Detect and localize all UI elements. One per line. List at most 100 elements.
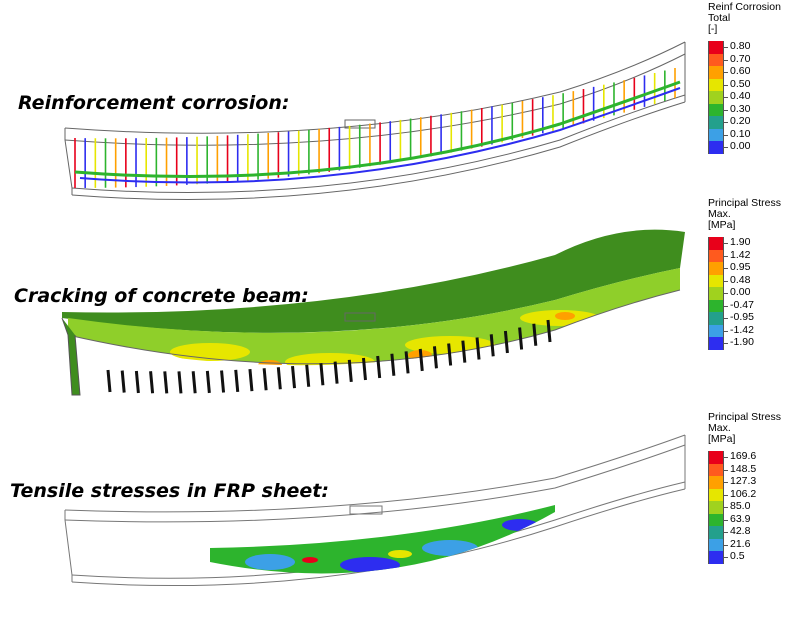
legend-swatch — [708, 116, 724, 129]
legend-swatch — [708, 513, 724, 526]
crack-line — [347, 359, 353, 383]
legend-header-line: [MPa] — [708, 219, 736, 231]
legend-label: 1.42 — [730, 248, 751, 261]
legend-label: 0.10 — [730, 127, 751, 140]
legend-tick — [724, 318, 728, 320]
crack-line — [120, 370, 126, 393]
crack-line — [461, 340, 467, 363]
legend-tick — [724, 268, 728, 270]
crack-line — [134, 370, 140, 394]
legend-label: 0.40 — [730, 90, 751, 102]
crack-line — [149, 371, 155, 394]
legend-tick — [724, 147, 728, 149]
crack-line — [220, 370, 226, 393]
legend-tick — [724, 59, 728, 61]
concrete-beam-model — [61, 229, 685, 396]
crack-line — [305, 364, 311, 387]
legend-tick — [724, 532, 728, 534]
legend-tick — [724, 469, 728, 471]
legend-tick — [724, 544, 728, 546]
crack-line — [291, 365, 297, 389]
legend-tick — [724, 293, 728, 295]
legend-tick — [724, 109, 728, 111]
legend-tick — [724, 330, 728, 332]
legend-swatch — [708, 141, 724, 154]
legend-label: -1.90 — [730, 336, 754, 348]
legend-header-line: Max. — [708, 422, 731, 434]
crack-line — [503, 330, 509, 354]
legend-label: 148.5 — [730, 462, 757, 475]
legend-swatch — [708, 526, 724, 539]
crack-line — [234, 369, 240, 393]
crack-line — [532, 323, 538, 346]
legend-header-line: Max. — [708, 208, 731, 220]
crack-lines — [106, 319, 552, 394]
crack-line — [404, 351, 410, 374]
legend-swatch — [708, 538, 724, 551]
legend-tick — [724, 557, 728, 559]
legend-label: 0.70 — [730, 52, 751, 65]
legend-swatch — [708, 476, 724, 489]
crack-line — [333, 361, 339, 384]
legend-label: 0.60 — [730, 65, 751, 77]
legend-label: 0.00 — [730, 286, 751, 298]
legend-swatch — [708, 262, 724, 275]
panel-title-frp: Tensile stresses in FRP sheet: — [10, 480, 329, 502]
legend-swatch — [708, 463, 724, 476]
legend-swatch — [708, 451, 724, 464]
legend-tick — [724, 343, 728, 345]
legend-tick — [724, 134, 728, 136]
crack-line — [518, 327, 524, 350]
legend-swatch — [708, 274, 724, 287]
legend-tick — [724, 47, 728, 49]
legend-label: 0.5 — [730, 550, 745, 562]
legend-label: -0.95 — [730, 311, 754, 323]
legend-tick — [724, 280, 728, 282]
legend-label: 0.48 — [730, 273, 751, 286]
legend-label: 42.8 — [730, 525, 751, 537]
legend-swatch — [708, 78, 724, 91]
crack-line — [319, 363, 325, 386]
frp-beam-model — [64, 434, 686, 587]
legend-header-line: Principal Stress — [708, 197, 781, 209]
legend-header-line: Reinf Corrosion — [708, 1, 781, 13]
legend-label: 0.80 — [730, 40, 751, 52]
legend-swatch — [708, 53, 724, 66]
legend-label: 1.90 — [730, 236, 751, 248]
legend-header-line: Total — [708, 12, 731, 24]
legend-header-line: [-] — [708, 23, 718, 35]
legend-label: 85.0 — [730, 500, 751, 512]
legend-tick — [724, 482, 728, 484]
legend-label: 21.6 — [730, 537, 751, 550]
legend-label: 127.3 — [730, 475, 757, 487]
crack-line — [390, 353, 396, 376]
crack-line — [475, 337, 481, 360]
crack-line — [205, 370, 211, 394]
legend-tick — [724, 84, 728, 86]
legend-swatch — [708, 128, 724, 141]
legend-tick — [724, 494, 728, 496]
crack-line — [447, 343, 453, 366]
legend-tick — [724, 243, 728, 245]
crack-line — [177, 371, 183, 394]
crack-line — [489, 334, 495, 357]
legend-label: 63.9 — [730, 512, 751, 525]
legend-tick — [724, 72, 728, 74]
crack-line — [191, 371, 197, 394]
crack-line — [248, 369, 254, 392]
legend-label: 169.6 — [730, 450, 757, 462]
crack-line — [106, 369, 112, 393]
legend-label: -1.42 — [730, 323, 754, 336]
legend-swatch — [708, 41, 724, 54]
legend-swatch — [708, 103, 724, 116]
legend-swatch — [708, 249, 724, 262]
legend-swatch — [708, 337, 724, 350]
legend-header-line: [MPa] — [708, 433, 736, 445]
legend-swatch — [708, 287, 724, 300]
panel-title-corrosion: Reinforcement corrosion: — [18, 92, 290, 114]
legend-label: 0.30 — [730, 102, 751, 115]
